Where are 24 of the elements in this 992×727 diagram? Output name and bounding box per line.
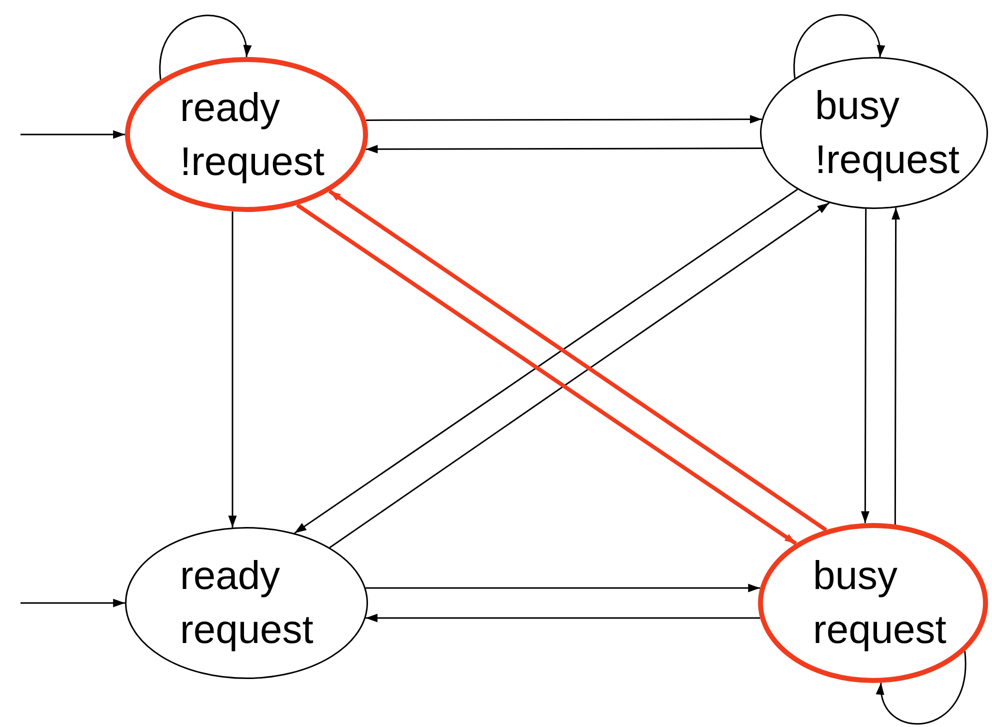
state-ellipse (125, 57, 368, 212)
arrow (366, 144, 762, 154)
arrow (860, 208, 870, 524)
state-ellipse (758, 523, 988, 683)
state-label: busy (815, 83, 900, 130)
self-loop-arrow (794, 14, 884, 78)
state-ellipse (125, 527, 368, 679)
arrow (892, 208, 900, 524)
arrow (20, 598, 125, 608)
arrow (366, 584, 760, 592)
state-label: request (180, 607, 314, 654)
self-loop-arrow (877, 651, 966, 724)
state-ellipse (760, 57, 988, 209)
arrow (366, 115, 762, 124)
self-loop-arrow (160, 14, 250, 80)
state-label: busy (813, 553, 898, 600)
state-label: !request (180, 138, 325, 186)
state-label: !request (815, 137, 960, 184)
state-label: ready (180, 553, 280, 600)
state-label: request (813, 607, 946, 654)
arrow (20, 130, 125, 139)
arrow (228, 211, 237, 528)
state-label: ready (180, 84, 280, 132)
arrow (366, 614, 760, 622)
